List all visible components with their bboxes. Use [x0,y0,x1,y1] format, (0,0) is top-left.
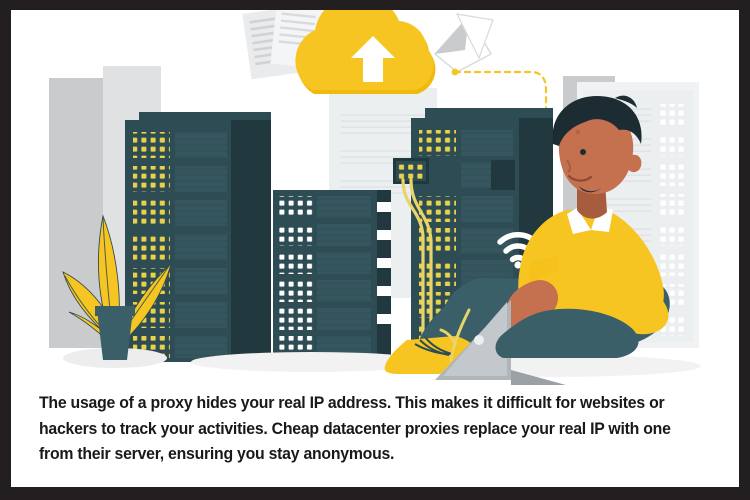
server-rack-left [125,112,271,362]
upload-cloud [295,10,436,94]
eye [580,149,586,155]
image-canvas: The usage of a proxy hides your real IP … [11,10,739,487]
caption-text: The usage of a proxy hides your real IP … [39,394,671,463]
yellow-patch-cables [401,178,433,342]
laptop [435,300,566,385]
laptop-logo [474,335,484,345]
floating-documents [242,10,494,80]
server-rack-center [273,190,391,362]
person-with-laptop [384,95,670,385]
caption-block: The usage of a proxy hides your real IP … [11,385,739,487]
potted-plant [62,214,172,368]
datacenter-proxy-illustration [11,10,739,385]
shirt-collar [567,206,613,234]
upload-arrow [351,36,395,82]
wifi-dot-icon [514,261,522,269]
